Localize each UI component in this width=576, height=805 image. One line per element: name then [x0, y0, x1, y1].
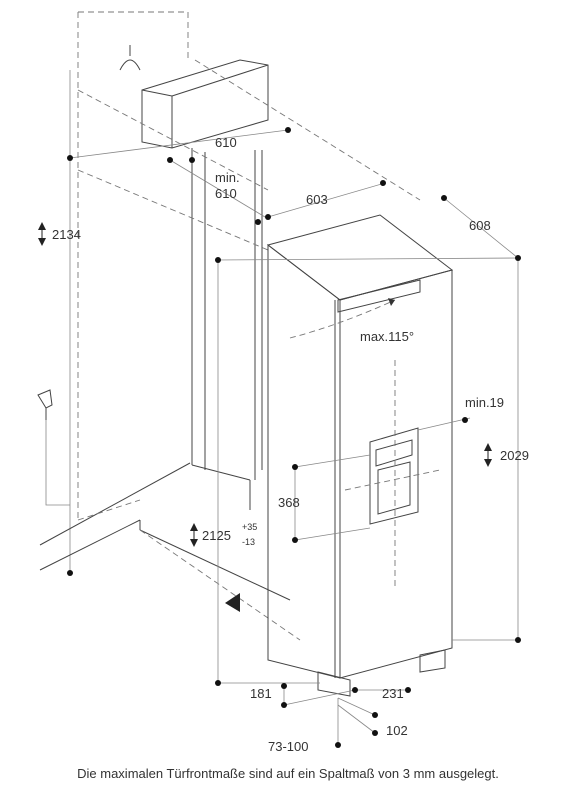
- label-min-gap: min.19: [465, 395, 504, 410]
- label-foot-left: 181: [250, 686, 272, 701]
- label-niche-tol-minus: -13: [242, 537, 255, 547]
- label-appliance-width: 603: [306, 192, 328, 207]
- dimension-dots: [67, 127, 521, 748]
- label-appliance-depth: 608: [469, 218, 491, 233]
- insertion-arrow-icon: [225, 593, 240, 612]
- label-dispenser-height: 368: [278, 495, 300, 510]
- caption: Die maximalen Türfrontmaße sind auf ein …: [77, 766, 499, 781]
- label-door-angle: max.115°: [360, 329, 414, 344]
- label-niche-min: min.: [215, 170, 240, 185]
- water-tap-icon: [37, 389, 70, 506]
- label-niche-min-value: 610: [215, 186, 237, 201]
- label-plinth-depth: 102: [386, 723, 408, 738]
- dimension-labels: 610 min. 610 603 608 2134 max.115° min.1…: [52, 135, 529, 754]
- label-wall-height: 2134: [52, 227, 81, 242]
- dimension-lines: [69, 129, 519, 745]
- fridge-appliance: [266, 214, 454, 697]
- label-foot-right: 231: [382, 686, 404, 701]
- label-niche-tol-plus: +35: [242, 522, 257, 532]
- height-arrow-icons: [38, 222, 492, 547]
- label-niche-height: 2125: [202, 528, 231, 543]
- label-niche-depth: 610: [215, 135, 237, 150]
- label-appliance-height: 2029: [500, 448, 529, 463]
- label-plinth-height: 73-100: [268, 739, 308, 754]
- niche-cabinet: [39, 11, 421, 641]
